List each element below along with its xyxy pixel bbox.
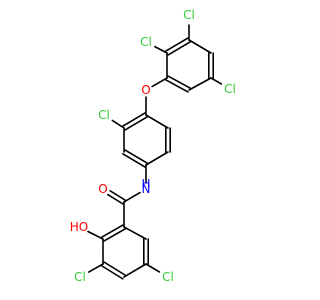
single-bond-line [111,119,125,129]
atom-label-ho: HO [70,220,88,234]
double-bond-line [122,112,146,127]
atom-label-cl: Cl [140,35,152,49]
atom-label-cl: Cl [74,270,86,284]
double-bond-line [165,79,189,93]
single-bond-line [123,226,147,240]
double-bond-line [101,265,124,280]
atom-label-cl: Cl [162,270,174,284]
double-bond-line [167,75,191,89]
double-bond-line [106,193,124,205]
single-bond-line [87,263,104,273]
double-bond-line [124,149,148,164]
single-bond-line [151,77,168,88]
single-bond-line [188,39,212,54]
single-bond-line [145,263,161,273]
bond-layer [87,24,223,280]
double-bond-line [101,224,124,238]
double-bond-line [109,190,126,201]
double-bond-line [165,37,189,52]
single-bond-line [145,151,169,166]
double-bond-line [167,41,191,56]
double-bond-line [103,261,126,276]
atom-label-o: O [141,83,150,97]
single-bond-line [145,114,169,129]
single-bond-line [154,45,168,54]
atom-label-o: O [98,182,107,196]
double-bond-line [122,153,146,168]
atom-label-cl: Cl [183,8,195,22]
atom-label-cl: Cl [98,108,110,122]
atom-label-h: H [141,177,150,191]
single-bond-line [210,77,223,85]
double-bond-line [103,228,126,242]
single-bond-line [123,191,141,203]
atom-label-n: N [142,182,151,196]
atom-label-cl: Cl [224,82,236,96]
single-bond-line [188,77,212,91]
single-bond-line [87,230,104,240]
double-bond-line [124,116,148,131]
single-bond-line [123,263,147,278]
